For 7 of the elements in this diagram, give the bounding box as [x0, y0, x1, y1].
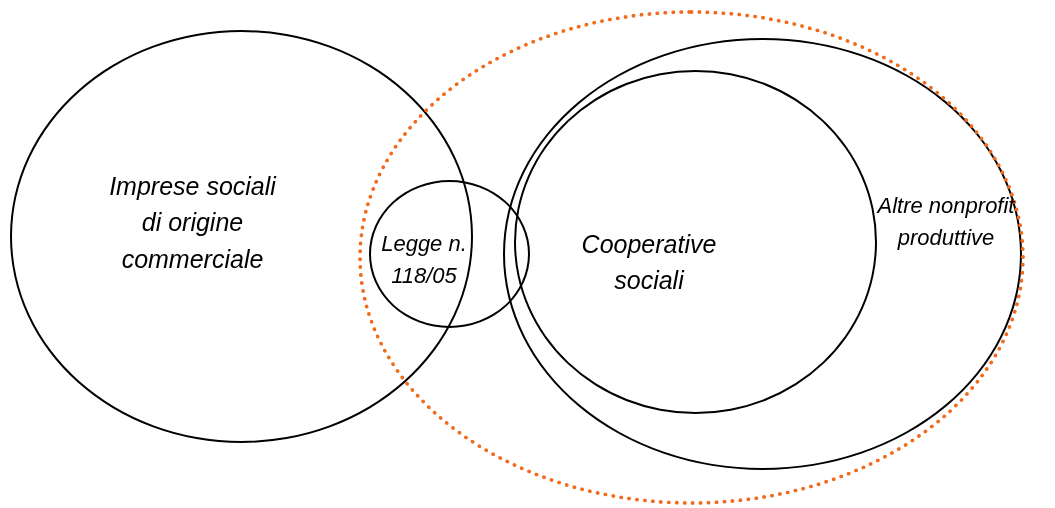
set-label: Altre nonprofit produttive: [876, 192, 1016, 252]
ellipse: [10, 30, 473, 443]
dotted-ellipse: [358, 10, 1025, 505]
set-label: Imprese sociali di origine commerciale: [108, 171, 278, 275]
set-label: Cooperative sociali: [580, 229, 718, 297]
ellipse: [514, 70, 877, 414]
set-label: Legge n. 118/05: [380, 230, 468, 290]
